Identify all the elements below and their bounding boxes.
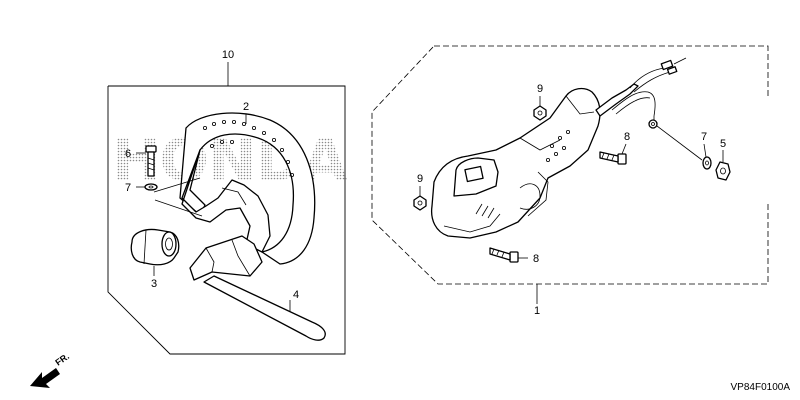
front-direction-arrow-icon xyxy=(30,368,60,388)
diagram-code: VP84F0100A xyxy=(731,382,791,393)
callout-9-top: 9 xyxy=(537,83,543,95)
assembly-10-frame xyxy=(107,62,346,355)
callout-2: 2 xyxy=(243,101,249,113)
callout-8-upper: 8 xyxy=(624,131,630,143)
assembly-1-frame xyxy=(371,45,769,304)
part-9-nut-top[interactable] xyxy=(533,96,547,121)
part-4-support-bar[interactable] xyxy=(189,235,326,341)
part-1-throttle-housing[interactable] xyxy=(430,57,687,239)
callout-4: 4 xyxy=(293,289,299,301)
callout-3: 3 xyxy=(151,278,157,290)
part-5-nut-right[interactable] xyxy=(715,150,731,181)
part-7-washer-left[interactable] xyxy=(136,183,158,191)
callout-1: 1 xyxy=(534,305,540,317)
part-6-bolt[interactable] xyxy=(136,145,157,177)
callout-7-left: 7 xyxy=(125,182,131,194)
callout-7-right: 7 xyxy=(701,131,707,143)
callout-5: 5 xyxy=(720,138,726,150)
callout-8-lower: 8 xyxy=(533,253,539,265)
part-8-screw-lower[interactable] xyxy=(489,247,528,263)
part-3-grip-collar[interactable] xyxy=(130,228,180,277)
part-7-washer-right[interactable] xyxy=(702,143,712,170)
callout-9-left: 9 xyxy=(417,173,423,185)
callout-10: 10 xyxy=(222,49,234,61)
callout-6: 6 xyxy=(125,148,131,160)
front-direction-label: FR. xyxy=(53,351,71,368)
part-8-screw-upper[interactable] xyxy=(599,143,627,165)
part-2-loop-handle[interactable] xyxy=(179,112,316,265)
part-9-nut-left[interactable] xyxy=(413,186,427,211)
